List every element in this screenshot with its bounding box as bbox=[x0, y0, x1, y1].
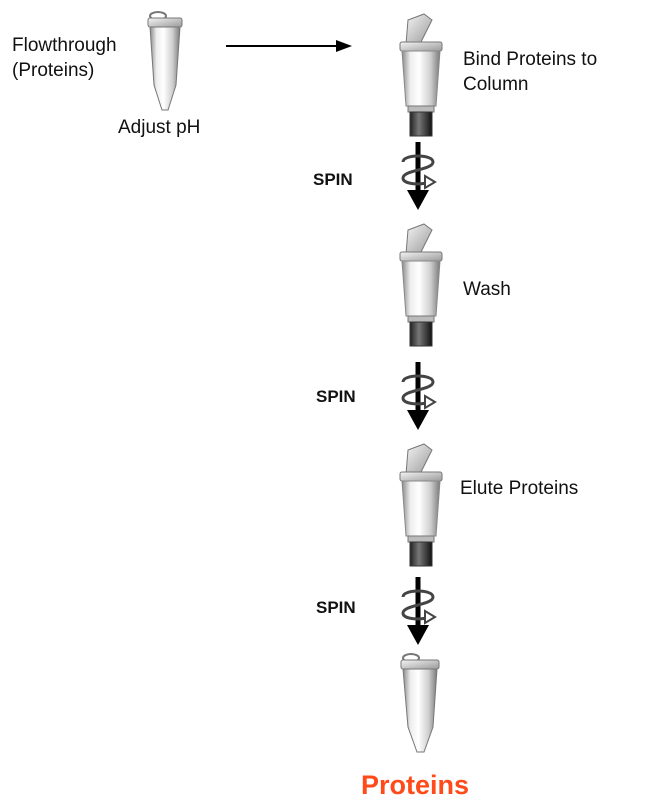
spin-column-icon bbox=[399, 443, 443, 567]
spin-arrow-icon bbox=[401, 577, 437, 645]
flowthrough-proteins-label: (Proteins) bbox=[12, 60, 95, 81]
spin-arrow-icon bbox=[401, 142, 437, 210]
spin-arrow-icon bbox=[401, 362, 437, 430]
spin-label-1: SPIN bbox=[313, 170, 353, 189]
elute-proteins-label: Elute Proteins bbox=[460, 478, 579, 499]
wash-label: Wash bbox=[463, 279, 511, 300]
bind-proteins-label: Bind Proteins to bbox=[463, 49, 598, 70]
spin-column-icon bbox=[399, 223, 443, 347]
spin-label-3: SPIN bbox=[316, 598, 356, 617]
adjust-ph-label: Adjust pH bbox=[118, 117, 201, 138]
flowthrough-label: Flowthrough bbox=[12, 35, 117, 56]
spin-column-icon bbox=[399, 13, 443, 137]
spin-label-2: SPIN bbox=[316, 387, 356, 406]
microtube-icon bbox=[400, 653, 440, 753]
column-label: Column bbox=[463, 74, 529, 95]
arrow-right-icon bbox=[226, 40, 352, 52]
result-proteins-label: Proteins bbox=[361, 770, 470, 800]
microtube-icon bbox=[147, 11, 183, 111]
